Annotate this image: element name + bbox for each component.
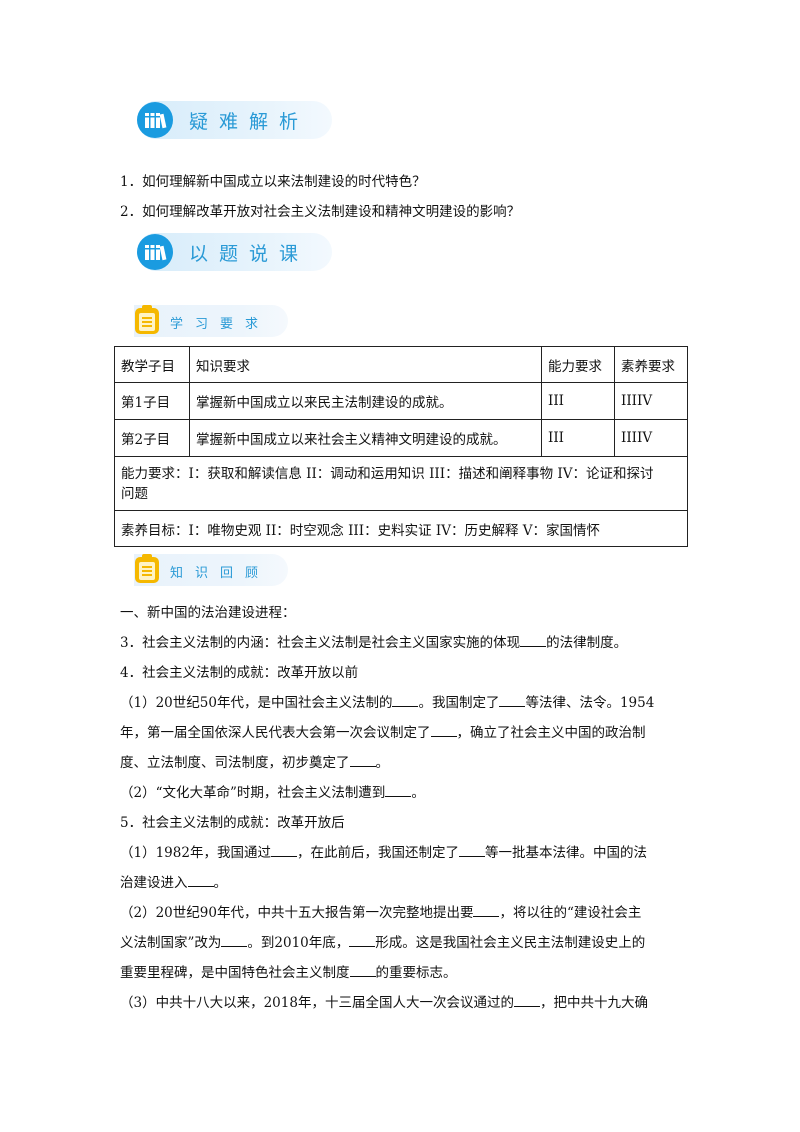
requirements-table: 教学子目 知识要求 能力要求 素养要求 第1子目 掌握新中国成立以来民主法制建设… xyxy=(114,346,688,547)
fill-blank[interactable] xyxy=(385,785,412,797)
fill-blank[interactable] xyxy=(349,965,376,977)
clipboard-icon xyxy=(134,305,160,334)
table-row: 第1子目 掌握新中国成立以来民主法制建设的成就。 III IIIIV xyxy=(114,382,688,420)
ability-legend-line: 问题 xyxy=(121,485,148,502)
table-header-cell: 能力要求 xyxy=(541,346,615,383)
books-icon xyxy=(137,102,173,138)
fill-blank[interactable] xyxy=(499,695,526,707)
table-cell: III xyxy=(541,382,615,420)
section-banner-lesson: 以题说课 xyxy=(137,233,332,271)
review-line: 重要里程碑，是中国特色社会主义制度的重要标志。 xyxy=(120,965,457,981)
review-line: （2）“文化大革命”时期，社会主义法制遭到。 xyxy=(120,785,425,801)
question-1: 1．如何理解新中国成立以来法制建设的时代特色？ xyxy=(120,174,426,190)
fill-blank[interactable] xyxy=(513,995,540,1007)
review-line: （1）1982年，我国通过，在此前后，我国还制定了等一批基本法律。中国的法 xyxy=(120,845,647,861)
fill-blank[interactable] xyxy=(270,845,297,857)
review-line: （3）中共十八大以来，2018年，十三届全国人大一次会议通过的，把中共十九大确 xyxy=(120,995,648,1011)
table-cell: IIIIV xyxy=(614,419,688,457)
table-cell: 第2子目 xyxy=(114,419,190,457)
banner-title: 以题说课 xyxy=(189,243,310,265)
review-line: （2）20世纪90年代，中共十五大报告第一次完整地提出要，将以往的“建设社会主 xyxy=(120,905,642,921)
table-header-cell: 知识要求 xyxy=(189,346,542,383)
review-line: 年，第一届全国依深人民代表大会第一次会议制定了，确立了社会主义中国的政治制 xyxy=(120,725,646,741)
table-header-row: 教学子目 知识要求 能力要求 素养要求 xyxy=(114,346,688,383)
review-line: 度、立法制度、司法制度，初步奠定了。 xyxy=(120,755,389,771)
review-line: 3．社会主义法制的内涵：社会主义法制是社会主义国家实施的体现的法律制度。 xyxy=(120,635,628,651)
table-cell: 掌握新中国成立以来社会主义精神文明建设的成就。 xyxy=(189,419,542,457)
subsection-tag-requirements: 学习要求 xyxy=(134,305,288,337)
fill-blank[interactable] xyxy=(349,935,376,947)
subsection-tag-review: 知识回顾 xyxy=(134,554,288,586)
review-line: 4．社会主义法制的成就：改革开放以前 xyxy=(120,665,359,681)
fill-blank[interactable] xyxy=(430,725,457,737)
question-2: 2．如何理解改革开放对社会主义法制建设和精神文明建设的影响？ xyxy=(120,204,521,220)
tag-title: 学习要求 xyxy=(170,317,271,332)
table-header-cell: 素养要求 xyxy=(614,346,688,383)
table-cell: 掌握新中国成立以来民主法制建设的成就。 xyxy=(189,382,542,420)
table-row: 第2子目 掌握新中国成立以来社会主义精神文明建设的成就。 III IIIIV xyxy=(114,419,688,457)
fill-blank[interactable] xyxy=(392,695,419,707)
table-cell: 第1子目 xyxy=(114,382,190,420)
section-banner-difficulty: 疑难解析 xyxy=(137,101,332,139)
table-header-cell: 教学子目 xyxy=(114,346,190,383)
review-line: （1）20世纪50年代，是中国社会主义法制的。我国制定了等法律、法令。1954 xyxy=(120,695,655,711)
banner-title: 疑难解析 xyxy=(189,111,310,133)
fill-blank[interactable] xyxy=(473,905,500,917)
review-heading: 一、新中国的法治建设进程： xyxy=(120,605,296,621)
table-row-ability: 能力要求：I：获取和解读信息 II：调动和运用知识 III：描述和阐释事物 IV… xyxy=(114,456,688,511)
fill-blank[interactable] xyxy=(187,875,214,887)
table-row-literacy: 素养目标：I：唯物史观 II：时空观念 III：史料实证 IV：历史解释 V：家… xyxy=(114,510,688,547)
tag-title: 知识回顾 xyxy=(170,566,271,581)
review-line: 治建设进入。 xyxy=(120,875,227,891)
ability-legend-cell: 能力要求：I：获取和解读信息 II：调动和运用知识 III：描述和阐释事物 IV… xyxy=(114,456,688,511)
fill-blank[interactable] xyxy=(349,755,376,767)
clipboard-icon xyxy=(134,554,160,583)
table-cell: III xyxy=(541,419,615,457)
table-cell: IIIIV xyxy=(614,382,688,420)
fill-blank[interactable] xyxy=(520,635,547,647)
ability-legend-line: 能力要求：I：获取和解读信息 II：调动和运用知识 III：描述和阐释事物 IV… xyxy=(121,465,654,482)
books-icon xyxy=(137,234,173,270)
review-line: 义法制国家”改为。到2010年底，形成。这是我国社会主义民主法制建设史上的 xyxy=(120,935,646,951)
review-line: 5．社会主义法制的成就：改革开放后 xyxy=(120,815,345,831)
literacy-legend-cell: 素养目标：I：唯物史观 II：时空观念 III：史料实证 IV：历史解释 V：家… xyxy=(114,510,688,547)
fill-blank[interactable] xyxy=(458,845,485,857)
fill-blank[interactable] xyxy=(221,935,248,947)
